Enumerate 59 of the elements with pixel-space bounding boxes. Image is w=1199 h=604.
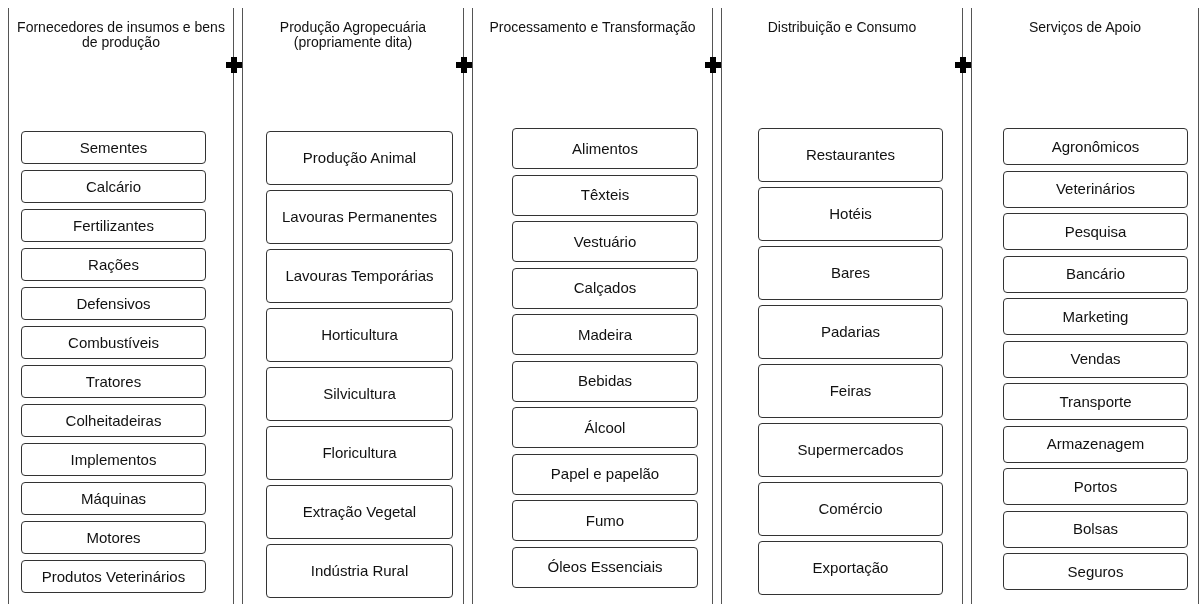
- item-box: Implementos: [21, 443, 206, 476]
- item-box: Agronômicos: [1003, 128, 1188, 165]
- item-box: Óleos Essenciais: [512, 546, 698, 588]
- column-panel: [971, 8, 1199, 604]
- item-box: Armazenagem: [1003, 425, 1188, 463]
- item-box: Comércio: [758, 482, 943, 536]
- column-heading: Produção Agropecuária (propriamente dita): [278, 20, 428, 50]
- item-box: Têxteis: [512, 174, 698, 216]
- item-box: Floricultura: [266, 426, 453, 480]
- item-box: Silvicultura: [266, 367, 453, 421]
- item-box: Colheitadeiras: [21, 404, 206, 437]
- item-box: Tratores: [21, 365, 206, 398]
- column-panel: [472, 8, 713, 604]
- item-box: Bolsas: [1003, 510, 1188, 548]
- item-box: Bares: [758, 246, 943, 300]
- item-box: Produtos Veterinários: [21, 560, 206, 593]
- item-box: Combustíveis: [21, 326, 206, 359]
- item-box: Madeira: [512, 314, 698, 355]
- item-box: Marketing: [1003, 298, 1188, 335]
- item-box: Papel e papelão: [512, 453, 698, 495]
- item-box: Bancário: [1003, 255, 1188, 293]
- column-heading: Distribuição e Consumo: [766, 20, 918, 35]
- item-box: Indústria Rural: [266, 544, 453, 598]
- item-box: Lavouras Temporárias: [266, 249, 453, 303]
- item-box: Feiras: [758, 364, 943, 418]
- item-box: Calçados: [512, 267, 698, 309]
- column-heading: Fornecedores de insumos e bens de produção: [16, 20, 226, 50]
- item-box: Padarias: [758, 305, 943, 359]
- item-box: Lavouras Permanentes: [266, 190, 453, 244]
- item-box: Calcário: [21, 170, 206, 203]
- item-box: Motores: [21, 521, 206, 554]
- item-box: Exportação: [758, 541, 943, 595]
- item-box: Máquinas: [21, 482, 206, 515]
- column-panel: [721, 8, 963, 604]
- item-box: Fertilizantes: [21, 209, 206, 242]
- column-panel: [242, 8, 464, 604]
- column-panel: [8, 8, 234, 604]
- item-box: Vestuário: [512, 221, 698, 262]
- item-box: Bebidas: [512, 360, 698, 402]
- item-box: Transporte: [1003, 383, 1188, 420]
- column-heading: Processamento e Transformação: [488, 20, 697, 35]
- item-box: Álcool: [512, 407, 698, 448]
- item-box: Hotéis: [758, 187, 943, 241]
- item-box: Portos: [1003, 468, 1188, 505]
- item-box: Fumo: [512, 500, 698, 541]
- item-box: Supermercados: [758, 423, 943, 477]
- item-box: Produção Animal: [266, 131, 453, 185]
- item-box: Vendas: [1003, 340, 1188, 378]
- item-box: Defensivos: [21, 287, 206, 320]
- item-box: Alimentos: [512, 128, 698, 169]
- column-heading: Serviços de Apoio: [1027, 20, 1143, 35]
- item-box: Pesquisa: [1003, 213, 1188, 250]
- item-box: Veterinários: [1003, 170, 1188, 208]
- item-box: Sementes: [21, 131, 206, 164]
- item-box: Horticultura: [266, 308, 453, 362]
- item-box: Restaurantes: [758, 128, 943, 182]
- item-box: Rações: [21, 248, 206, 281]
- item-box: Extração Vegetal: [266, 485, 453, 539]
- item-box: Seguros: [1003, 553, 1188, 590]
